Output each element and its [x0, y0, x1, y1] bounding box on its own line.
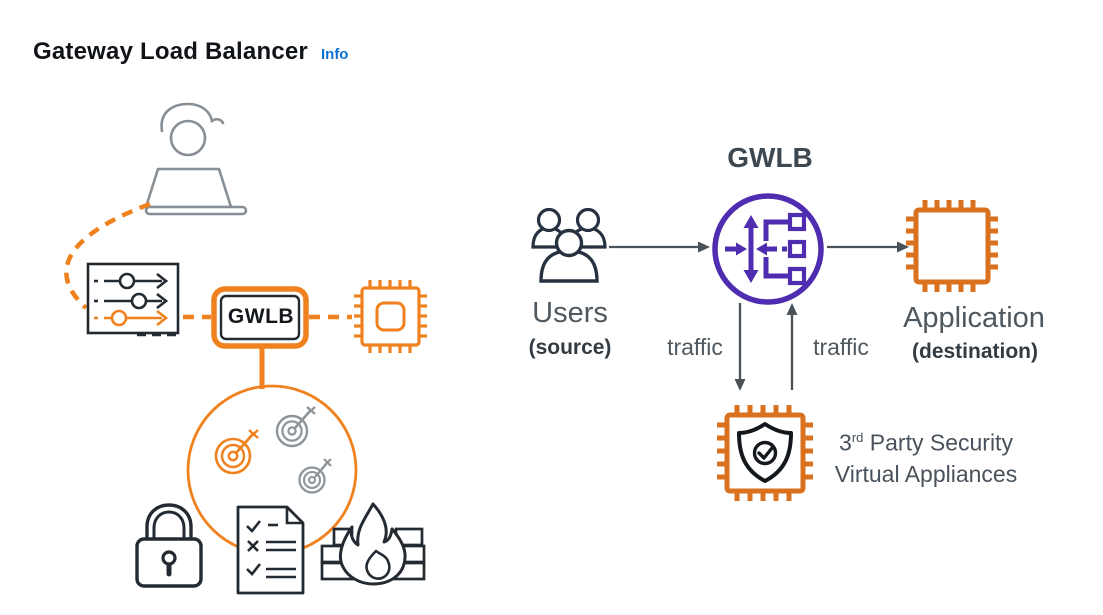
- target-bullseye-icon-orange: [214, 429, 259, 475]
- security-appliances-label: 3rd Party Security Virtual Appliances: [835, 422, 1017, 490]
- application-sublabel: (destination): [912, 340, 1038, 363]
- slider-row-3-orange: [94, 309, 169, 327]
- users-sublabel: (source): [528, 336, 612, 359]
- slider-row-1: [94, 272, 169, 290]
- arrow-traffic-up: [786, 303, 798, 390]
- security-appliances-line1: 3rd Party Security: [839, 429, 1013, 456]
- target-bullseye-icon-gray-2: [298, 458, 332, 494]
- target-bullseye-icon-gray-1: [275, 406, 316, 448]
- dashed-connector-person-to-sliders: [64, 201, 151, 310]
- person-at-laptop-icon: [144, 102, 248, 216]
- gwlb-title: GWLB: [727, 142, 813, 173]
- arrow-traffic-down: [734, 303, 746, 391]
- security-appliances-line2: Virtual Appliances: [834, 460, 1018, 487]
- application-label: Application: [903, 302, 1045, 334]
- arrow-gwlb-to-application: [827, 241, 909, 253]
- gwlb-box: [211, 286, 309, 349]
- application-chip-icon: [906, 200, 998, 292]
- arrow-users-to-gwlb: [609, 241, 710, 253]
- shield-check-icon: [737, 422, 793, 483]
- traffic-down-label: traffic: [667, 334, 723, 360]
- checklist-document-icon: [236, 505, 305, 595]
- users-label: Users: [532, 297, 608, 329]
- page-title: Gateway Load Balancer: [33, 38, 308, 65]
- slider-row-2: [94, 292, 169, 310]
- page-header: Gateway Load Balancer Info: [33, 38, 348, 66]
- traffic-up-label: traffic: [813, 334, 869, 360]
- firewall-flame-icon: [320, 502, 426, 586]
- info-link[interactable]: Info: [320, 46, 349, 63]
- gateway-load-balancer-circle-icon: [712, 193, 824, 305]
- settings-sliders-icon: [86, 262, 181, 337]
- chip-icon: [354, 280, 427, 353]
- lock-icon: [135, 503, 203, 588]
- gwlb-box-label: GWLB: [227, 305, 295, 328]
- security-appliance-chip-icon: [717, 405, 813, 501]
- users-icon: [531, 207, 607, 283]
